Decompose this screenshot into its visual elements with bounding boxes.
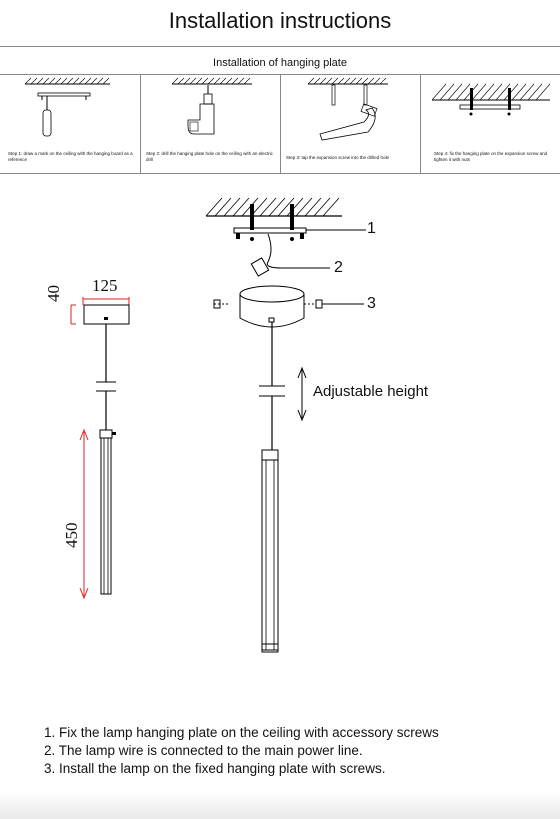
divider: [0, 173, 560, 174]
divider: [140, 74, 141, 174]
step-2-panel: Step 2: drill the hanging plate hole on …: [140, 74, 280, 174]
width-dimension-label: 125: [92, 276, 118, 295]
dimension-drawing: [70, 297, 130, 600]
step-2-text: Step 2: drill the hanging plate hole on …: [146, 151, 273, 162]
installation-drawing: [205, 197, 366, 653]
step-4-illustration: [431, 83, 551, 116]
step-3-panel: Step 3: tap the expansion screw into the…: [280, 74, 420, 174]
installation-notes: 1. Fix the lamp hanging plate on the cei…: [44, 724, 439, 778]
page-bottom-shade: [0, 792, 560, 819]
divider: [420, 74, 421, 174]
step-1-illustration: [24, 77, 110, 137]
page-title: Installation instructions: [168, 8, 392, 33]
section-title: Installation of hanging plate: [213, 57, 347, 69]
divider: [0, 46, 560, 47]
note-2: 2. The lamp wire is connected to the mai…: [44, 743, 363, 758]
step-2-illustration: [171, 77, 252, 135]
step-3-illustration: [307, 77, 388, 141]
step-4-text: Step 4: fix the hanging plate on the exp…: [434, 151, 548, 162]
divider: [280, 74, 281, 174]
note-3: 3. Install the lamp on the fixed hanging…: [44, 761, 386, 776]
callout-1: 1: [367, 220, 376, 237]
step-3-text: Step 3: tap the expansion screw into the…: [286, 155, 390, 160]
step-1-text: Step 1: draw a mark on the ceiling with …: [8, 151, 133, 162]
callout-3: 3: [367, 295, 376, 312]
note-1: 1. Fix the lamp hanging plate on the cei…: [44, 725, 439, 740]
step-4-panel: Step 4: fix the hanging plate on the exp…: [420, 74, 560, 174]
adjustable-height-label: Adjustable height: [313, 383, 429, 400]
step-1-panel: Step 1: draw a mark on the ceiling with …: [0, 74, 140, 174]
callout-2: 2: [334, 259, 343, 276]
